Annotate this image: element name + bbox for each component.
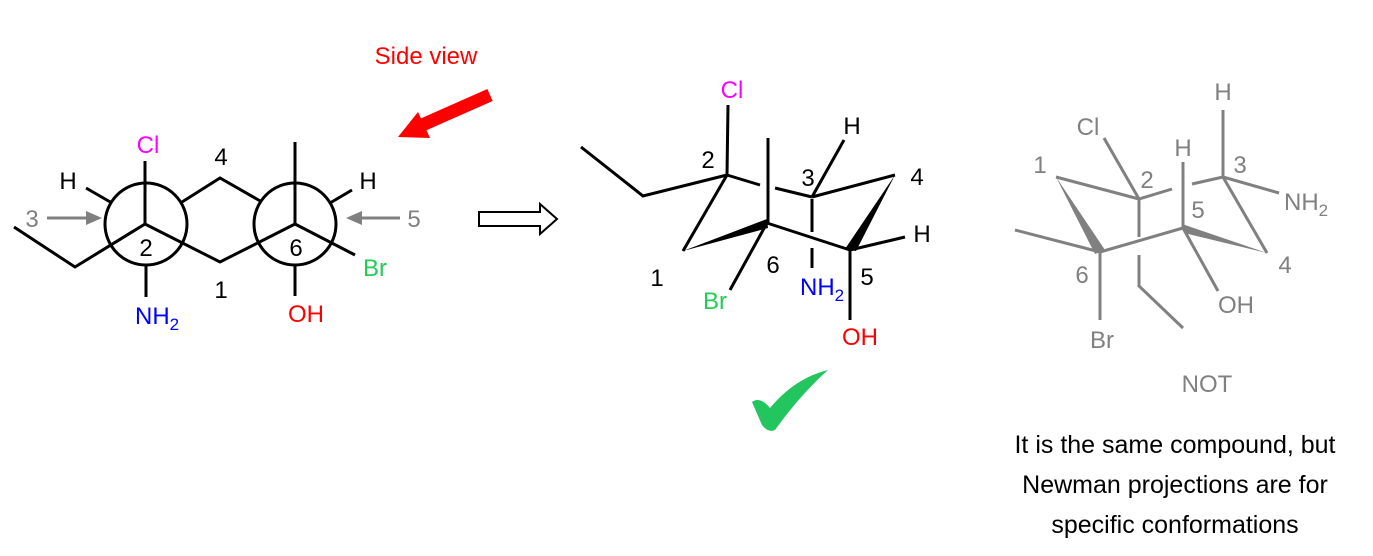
side-view-arrow	[398, 89, 493, 138]
newman-c2: 2	[139, 235, 152, 262]
wrong-nh2: NH2	[1284, 189, 1328, 220]
chair-c4: 4	[910, 164, 923, 191]
wrong-c1: 1	[1033, 152, 1046, 179]
wrong-c4: 4	[1278, 252, 1291, 279]
wrong-h3: H	[1214, 79, 1231, 106]
chair-c2: 2	[701, 147, 714, 174]
newman-c1: 1	[214, 277, 227, 304]
view-arrow-right-icon	[346, 211, 400, 225]
newman-projection	[13, 142, 356, 297]
wrong-br: Br	[1090, 327, 1114, 354]
chair-oh: OH	[842, 324, 878, 351]
wrong-h5: H	[1174, 135, 1191, 162]
chair-h5: H	[913, 221, 930, 248]
chair-c5: 5	[860, 264, 873, 291]
wrong-c2: 2	[1140, 167, 1153, 194]
wedge-bond	[845, 175, 895, 251]
checkmark-icon	[752, 370, 828, 431]
chair-cl: Cl	[721, 77, 744, 104]
caption-line: It is the same compound, but	[1014, 431, 1336, 459]
chair-correct	[580, 104, 906, 320]
side-view-label: Side view	[375, 43, 478, 70]
chair-c3: 3	[801, 165, 814, 192]
newman-cl: Cl	[137, 132, 160, 159]
wrong-c5: 5	[1191, 197, 1204, 224]
newman-c4: 4	[214, 144, 227, 171]
chair-c1: 1	[650, 265, 663, 292]
caption-line: Newman projections are for	[1022, 471, 1328, 499]
newman-h-left: H	[59, 168, 76, 195]
newman-nh2: NH2	[135, 303, 179, 334]
caption-line: specific conformations	[1051, 511, 1299, 539]
chair-h3: H	[843, 113, 860, 140]
newman-oh: OH	[288, 301, 324, 328]
newman-h-right: H	[359, 168, 376, 195]
view-arrow-left-icon	[47, 211, 102, 225]
newman-c6: 6	[289, 235, 302, 262]
view-label-3: 3	[25, 206, 38, 233]
chair-br: Br	[703, 288, 727, 315]
wrong-cl: Cl	[1077, 114, 1100, 141]
wrong-c3: 3	[1233, 152, 1246, 179]
chair-nh2: NH2	[800, 274, 844, 305]
not-label: NOT	[1182, 371, 1233, 398]
wrong-oh: OH	[1218, 292, 1254, 319]
wedge-bond	[1182, 224, 1267, 253]
wedge-bond	[683, 219, 768, 251]
chair-wrong	[1014, 110, 1280, 330]
view-label-5: 5	[407, 206, 420, 233]
newman-br: Br	[363, 255, 387, 282]
conversion-arrow-icon	[478, 201, 559, 237]
caption: It is the same compound, but Newman proj…	[960, 425, 1373, 545]
chair-c6: 6	[766, 252, 779, 279]
wrong-c6: 6	[1075, 262, 1088, 289]
wedge-bond	[1056, 177, 1105, 254]
